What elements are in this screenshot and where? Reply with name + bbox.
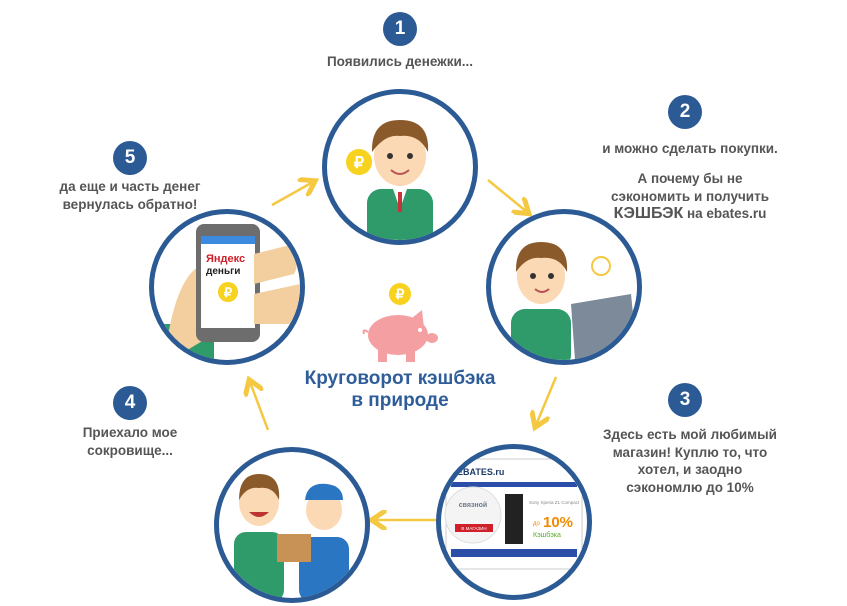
step-5-text: да еще и часть денег вернулась обратно! — [40, 178, 220, 213]
discount-value: 10% — [543, 514, 573, 531]
arrow-1-to-2 — [487, 179, 527, 212]
step-4-text: Приехало мое сокровище... — [40, 424, 220, 459]
step-2-line: сэкономить и получить — [610, 188, 770, 204]
svg-text:₽: ₽ — [354, 155, 364, 172]
step-5-illustration: Яндекс деньги ₽ — [149, 209, 305, 365]
yandex-brand: Яндекс — [206, 253, 245, 265]
step-5-badge: 5 — [113, 141, 147, 175]
go-to-store-label: В МАГАЗИН — [461, 526, 486, 531]
step-1-text: Появились денежки... — [326, 54, 474, 69]
ruble-coin-icon — [346, 149, 372, 175]
step-2-text-a: и можно сделать покупки. — [602, 141, 778, 156]
step-3-line: сэкономлю до 10% — [626, 479, 754, 495]
piggy-bank-icon: ₽ — [362, 283, 438, 362]
step-4-badge: 4 — [113, 386, 147, 420]
step-2-line: А почему бы не — [637, 171, 743, 186]
step-2-badge: 2 — [668, 95, 702, 129]
ruble-coin-icon — [389, 283, 411, 305]
arrow-4-to-5 — [250, 382, 270, 431]
arrow-5-to-1 — [271, 182, 313, 207]
arrow-2-to-3 — [536, 376, 558, 425]
ebates-logo: EBATES.ru — [457, 467, 504, 477]
step-2-illustration — [486, 209, 642, 365]
title-line-2: в природе — [351, 390, 449, 411]
step-1-illustration: ₽ — [322, 89, 478, 245]
step-3-line: магазин! Куплю то, что — [612, 444, 768, 460]
lightbulb-icon — [591, 256, 611, 276]
step-3-text: Здесь есть мой любимый магазин! Куплю то… — [580, 426, 800, 496]
cashback-word: КЭШБЭК — [613, 205, 684, 222]
step-4-illustration — [214, 447, 370, 603]
product-name: Sony Xperia Z1 Compact — [529, 500, 580, 505]
step-3-illustration: EBATES.ru связной В МАГАЗИН Sony Xperia … — [436, 444, 592, 600]
step-1-badge: 1 — [383, 12, 417, 46]
ebates-link-text: на ebates.ru — [683, 206, 767, 221]
store-name: связной — [459, 501, 487, 509]
step-4-line: сокровище... — [87, 442, 173, 458]
title-line-1: Круговорот кэшбэка — [304, 368, 496, 389]
step-2-text-b: А почему бы не сэкономить и получить КЭШ… — [580, 170, 800, 223]
ruble-coin-icon — [218, 282, 238, 302]
svg-text:₽: ₽ — [396, 286, 405, 302]
step-2-line: КЭШБЭК на ebates.ru — [580, 205, 800, 223]
discount-prefix: до — [533, 521, 541, 527]
money-brand: деньги — [206, 266, 240, 277]
step-5-line: да еще и часть денег — [59, 179, 201, 194]
step-3-line: Здесь есть мой любимый — [603, 427, 777, 442]
step-5-line: вернулась обратно! — [62, 196, 198, 212]
step-3-badge: 3 — [668, 383, 702, 417]
step-3-line: хотел, и заодно — [637, 462, 743, 477]
step-4-line: Приехало мое — [82, 425, 178, 440]
parcel-icon — [277, 534, 311, 562]
svg-text:₽: ₽ — [224, 285, 233, 300]
page-title: Круговорот кэшбэка в природе — [270, 368, 530, 412]
cashback-label: Кэшбэка — [533, 531, 561, 539]
go-to-store-button[interactable] — [455, 524, 493, 532]
